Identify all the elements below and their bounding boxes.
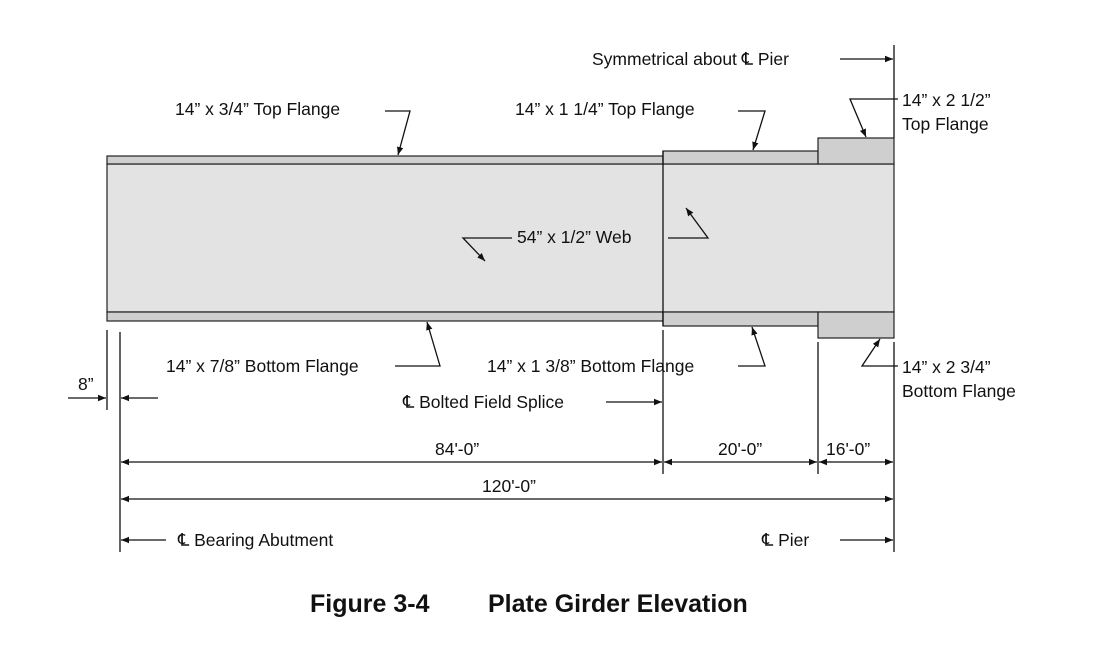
symmetry-label: Symmetrical about ℄ Pier: [592, 49, 789, 69]
figure-number: Figure 3-4: [310, 590, 430, 618]
top-flange-2-label: 14” x 1 1/4” Top Flange: [515, 99, 695, 119]
top-flange-3-label-line2: Top Flange: [902, 114, 989, 134]
web-leader-right: [668, 207, 710, 239]
bottom-flange-3-label-line1: 14” x 2 3/4”: [902, 357, 991, 377]
web-leader-left: [461, 237, 512, 262]
top-flange-2-leader: [738, 110, 766, 151]
top-flange-3-leader: [849, 98, 898, 138]
top-flange-2: [662, 150, 819, 165]
top-flange-1-leader: [385, 110, 411, 156]
bottom-flange-3-leader: [860, 338, 898, 367]
bottom-flange-1-label: 14” x 7/8” Bottom Flange: [166, 356, 359, 376]
dim-20-label: 20'-0”: [718, 439, 762, 459]
dim-120-label: 120'-0”: [482, 476, 536, 496]
dim-16-label: 16'-0”: [826, 439, 870, 459]
bottom-flange-1: [106, 311, 664, 322]
bottom-flange-1-leader: [395, 321, 441, 367]
bottom-flange-2-label: 14” x 1 3/8” Bottom Flange: [487, 356, 694, 376]
bottom-flange-3-label-line2: Bottom Flange: [902, 381, 1016, 401]
bottom-flange-2-leader: [738, 326, 766, 367]
web-label: 54” x 1/2” Web: [517, 227, 631, 247]
top-flange-1-label: 14” x 3/4” Top Flange: [175, 99, 340, 119]
bottom-flange-3: [817, 311, 895, 339]
top-flange-3-label-line1: 14” x 2 1/2”: [902, 90, 991, 110]
dim-84-label: 84'-0”: [435, 439, 479, 459]
top-flange-3: [817, 137, 895, 165]
figure-title: Plate Girder Elevation: [488, 590, 748, 618]
abutment-label: ℄ Bearing Abutment: [177, 530, 333, 550]
bottom-flange-2: [662, 311, 819, 327]
splice-label: ℄ Bolted Field Splice: [402, 392, 564, 412]
pier-label: ℄ Pier: [761, 530, 809, 550]
top-flange-1: [106, 155, 664, 165]
dim-offset-label: 8”: [78, 374, 94, 394]
